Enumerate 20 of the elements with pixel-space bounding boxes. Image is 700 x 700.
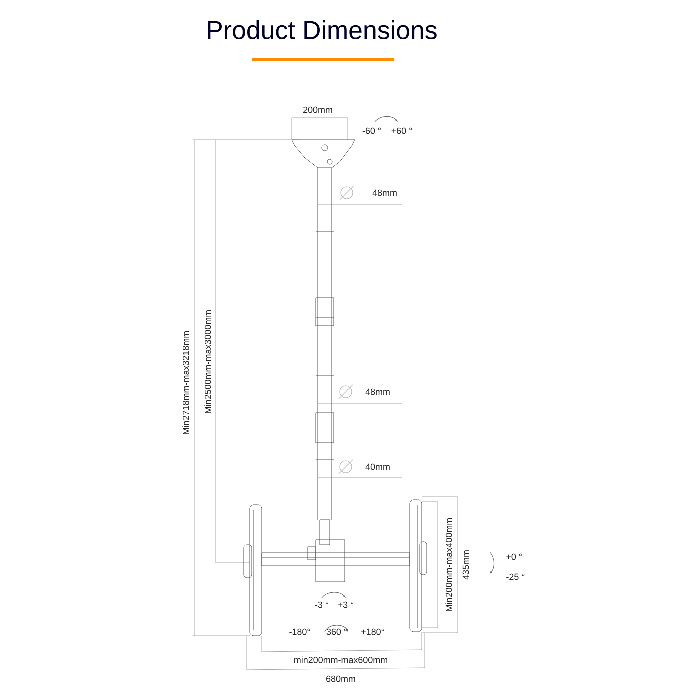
dimension-label: 48mm: [372, 190, 397, 196]
dimension-label: Min2718mm-max3218mm: [182, 332, 190, 434]
dimension-label: +180°: [362, 628, 384, 636]
dimension-label: min200mm-max600mm: [294, 656, 388, 664]
dimension-label: +3 °: [338, 602, 354, 608]
dimension-label: 200mm: [304, 106, 332, 114]
dimension-label: -25 °: [506, 574, 525, 580]
dimension-label: -60 °: [362, 128, 381, 134]
dimension-label: -180°: [290, 628, 310, 636]
dimension-label: 48mm: [366, 388, 390, 396]
dimension-label: +60 °: [392, 128, 412, 134]
dimension-label: Min2500mm-max3000mm: [204, 310, 212, 414]
dimension-label: 40mm: [366, 464, 390, 470]
dimension-label: +0 °: [506, 554, 522, 560]
title: Product Dimensions: [208, 20, 437, 40]
dimension-label: Min200mm-max400mm: [446, 518, 452, 612]
dimension-label: 435mm: [462, 550, 470, 580]
dimension-label: 680mm: [326, 676, 356, 682]
dimension-label: -3 °: [315, 602, 328, 608]
dimension-label: 360 °: [326, 628, 347, 636]
